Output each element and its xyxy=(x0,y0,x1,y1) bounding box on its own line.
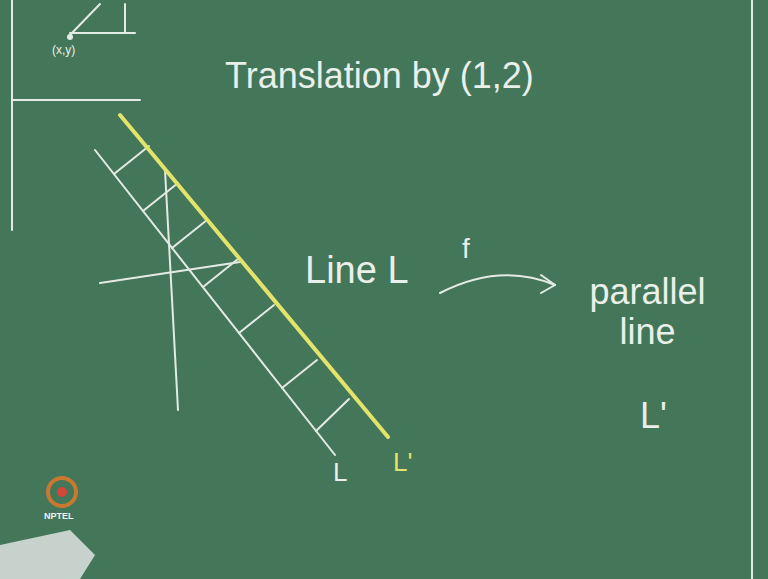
line-label: Line L xyxy=(305,250,409,292)
map-arrow xyxy=(440,275,555,293)
arrow-head xyxy=(541,285,555,293)
line-l xyxy=(95,150,335,455)
map-label: f xyxy=(462,234,470,265)
hatch-line xyxy=(239,305,274,333)
axis-line xyxy=(12,99,140,101)
hatch-line xyxy=(172,220,207,248)
hatch-line xyxy=(282,360,317,388)
point xyxy=(67,34,73,40)
board-edge-line xyxy=(751,0,753,579)
nptel-logo xyxy=(48,478,76,506)
hatch-line xyxy=(316,399,349,431)
point-label: (x,y) xyxy=(52,44,75,57)
line-label: L' xyxy=(393,448,412,477)
board-edge-line xyxy=(11,0,13,230)
axis-line xyxy=(100,262,240,283)
hatch-line xyxy=(143,183,178,211)
line-label: L xyxy=(333,458,347,487)
arrow-head xyxy=(541,275,555,285)
sketch-line xyxy=(124,4,126,33)
nptel-logo-center xyxy=(57,487,67,497)
board-title: Translation by (1,2) xyxy=(225,56,534,96)
logo-text: NPTEL xyxy=(44,512,74,522)
axis-line xyxy=(165,170,178,410)
sketch-line xyxy=(70,4,100,35)
hatch-line xyxy=(203,259,238,287)
line-label: L' xyxy=(640,396,667,436)
line-label: parallel line xyxy=(565,272,730,351)
chalk-strokes xyxy=(12,0,752,579)
hatch-line xyxy=(114,146,149,174)
chalk-smear xyxy=(0,530,95,579)
